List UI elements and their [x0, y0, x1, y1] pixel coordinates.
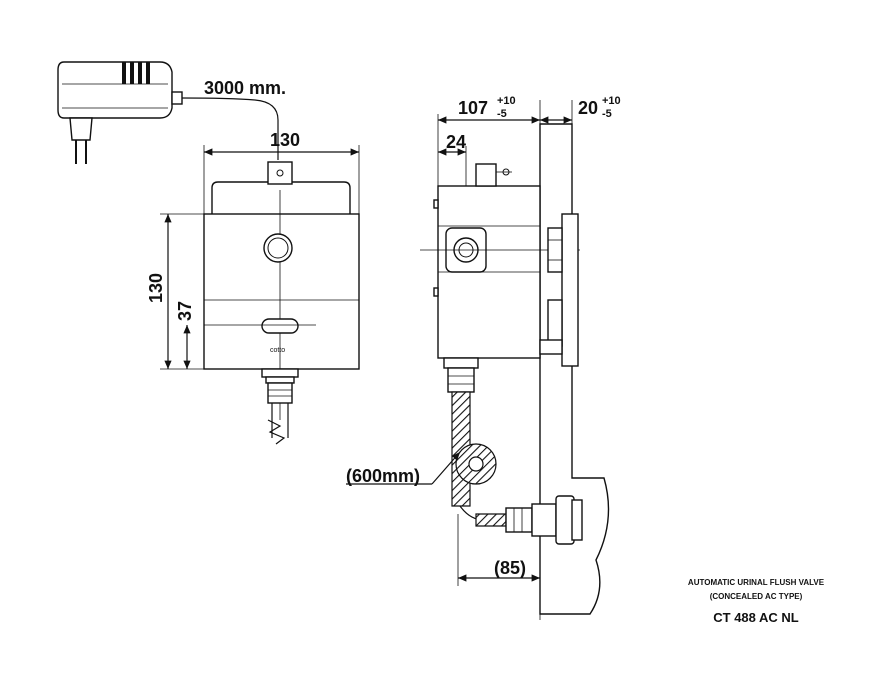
side-depth-tol-minus: -5: [497, 108, 507, 120]
caption-title: AUTOMATIC URINAL FLUSH VALVE: [688, 578, 825, 587]
brand-logo-text: cotto: [270, 347, 285, 354]
caption-subtitle: (CONCEALED AC TYPE): [710, 592, 803, 601]
outlet-depth-label: (85): [494, 558, 526, 578]
front-width-label: 130: [270, 130, 300, 150]
cable-length-label: 3000 mm.: [204, 78, 286, 98]
model-code: CT 488 AC NL: [713, 610, 799, 625]
side-view: 107 +10 -5 20 +10 -5 24: [346, 95, 621, 620]
front-view: 130 cotto 130 37: [146, 130, 360, 445]
wall-offset-label: 20: [578, 98, 598, 118]
wall-offset-tol-plus: +10: [602, 95, 621, 107]
power-adapter: [57, 61, 279, 164]
side-depth-tol-plus: +10: [497, 95, 516, 107]
front-height-label: 130: [146, 273, 166, 303]
sensor-offset-label: 37: [175, 301, 195, 321]
wall-offset-tol-minus: -5: [602, 108, 612, 120]
caption-block: AUTOMATIC URINAL FLUSH VALVE (CONCEALED …: [688, 578, 825, 625]
inlet-offset-label: 24: [446, 132, 466, 152]
adapter-vents: [122, 62, 150, 84]
hose-length-label: (600mm): [346, 466, 420, 486]
side-depth-label: 107: [458, 98, 488, 118]
